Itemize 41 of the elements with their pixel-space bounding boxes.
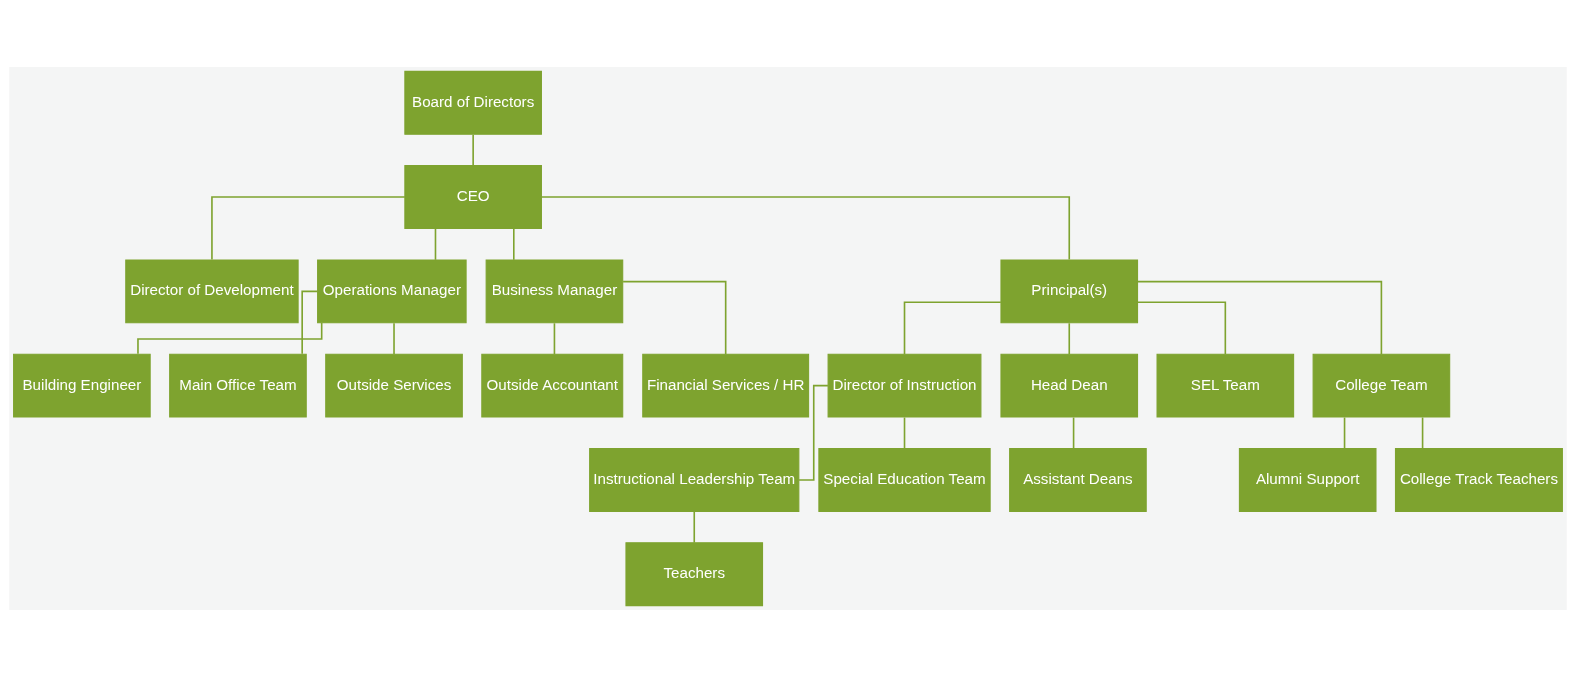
connector: [622, 280, 727, 355]
connector: [1136, 300, 1227, 355]
node-box: Director of Instruction: [827, 353, 982, 418]
node-box: SEL Team: [1156, 353, 1295, 418]
node-box: Assistant Deans: [1009, 447, 1147, 512]
node-box: Outside Accountant: [481, 353, 624, 418]
connector: [301, 290, 319, 355]
node-box: CEO: [404, 164, 542, 229]
connector: [137, 321, 323, 355]
connector: [512, 227, 515, 261]
connector: [903, 416, 906, 449]
node-box: Building Engineer: [13, 353, 151, 418]
node-box: Special Education Team: [818, 447, 991, 512]
node-box: College Team: [1312, 353, 1451, 418]
connector: [434, 227, 437, 261]
connector: [1072, 416, 1075, 449]
node-box: Instructional Leadership Team: [589, 447, 800, 512]
connector: [211, 195, 406, 260]
connector: [393, 321, 395, 355]
connector: [693, 510, 696, 543]
connector: [1421, 416, 1424, 449]
connector: [553, 321, 556, 355]
connector: [472, 133, 474, 166]
node-box: Director of Development: [125, 258, 299, 323]
node-box: Alumni Support: [1238, 447, 1377, 512]
node-box: Main Office Team: [169, 353, 307, 418]
node-box: Outside Services: [325, 353, 463, 418]
connector: [903, 300, 1002, 355]
node-box: Business Manager: [485, 258, 624, 323]
node-box: Operations Manager: [317, 258, 467, 323]
connector: [540, 195, 1071, 260]
connector: [1136, 280, 1383, 355]
node-box: Board of Directors: [404, 70, 542, 135]
connector: [1068, 321, 1071, 355]
node-box: College Track Teachers: [1394, 447, 1563, 512]
node-box: Head Dean: [1000, 353, 1139, 418]
node-box: Principal(s): [1000, 258, 1139, 323]
node-box: Financial Services / HR: [642, 353, 810, 418]
connector: [1343, 416, 1346, 449]
node-box: Teachers: [625, 541, 764, 606]
connector: [798, 384, 829, 481]
